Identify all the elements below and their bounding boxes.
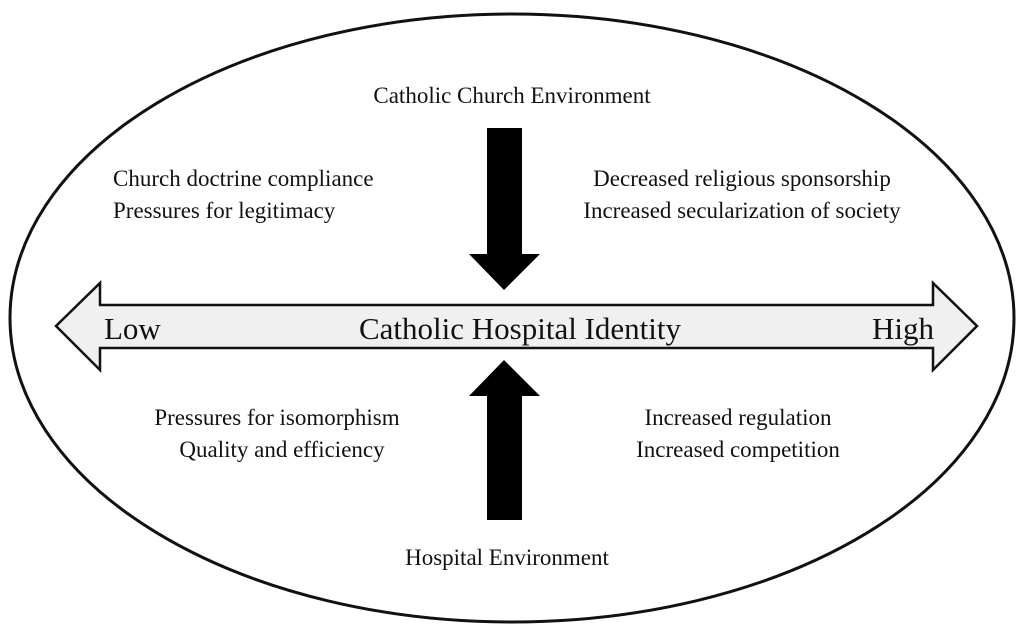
church-environment-label: Catholic Church Environment (373, 83, 651, 108)
hospital-pressure-arrow (469, 360, 540, 520)
axis-high-label: High (872, 311, 934, 346)
upper-right-factor-2: Increased secularization of society (583, 198, 901, 223)
axis-title: Catholic Hospital Identity (358, 311, 681, 346)
lower-right-factor-2: Increased competition (636, 437, 840, 462)
church-pressure-arrow (469, 128, 540, 290)
identity-axis-arrow (54, 280, 979, 374)
lower-right-factor-1: Increased regulation (644, 405, 832, 430)
hospital-environment-label: Hospital Environment (405, 545, 609, 570)
lower-left-factor-1: Pressures for isomorphism (154, 405, 400, 430)
upper-left-factor-1: Church doctrine compliance (113, 166, 374, 191)
axis-low-label: Low (104, 311, 161, 346)
upper-right-factor-1: Decreased religious sponsorship (593, 166, 891, 191)
lower-left-factor-2: Quality and efficiency (179, 437, 385, 462)
upper-left-factor-2: Pressures for legitimacy (113, 198, 336, 223)
environment-ellipse (8, 12, 1016, 624)
